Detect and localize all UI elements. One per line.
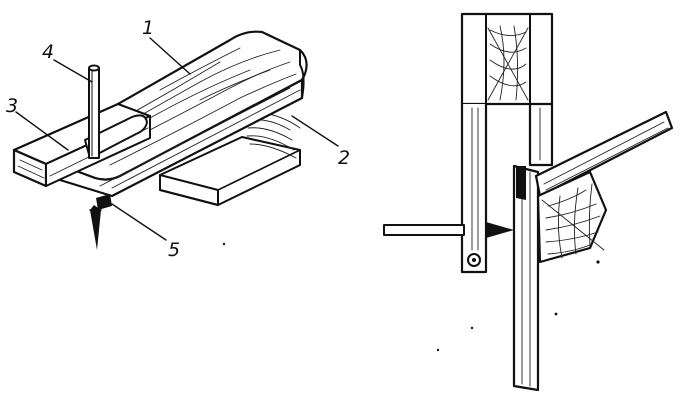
callout-5: 5 <box>168 239 180 261</box>
cross-block <box>159 111 301 206</box>
callout-3: 3 <box>6 95 18 117</box>
callout-1: 1 <box>142 17 154 39</box>
left-rail <box>460 102 488 274</box>
gauge-assembly-figure: 1 2 3 4 5 <box>6 17 350 261</box>
callout-2: 2 <box>338 147 350 169</box>
angled-strut <box>534 110 674 198</box>
gauge-in-use-figure <box>222 12 674 392</box>
upper-frame <box>460 12 554 106</box>
adjustment-slot <box>84 114 148 159</box>
callout-4: 4 <box>42 41 54 63</box>
workpiece-board <box>512 164 540 392</box>
scribe-pin <box>88 64 102 250</box>
locking-screw <box>96 194 112 210</box>
end-grain-block <box>536 170 608 264</box>
push-rod <box>383 222 514 238</box>
